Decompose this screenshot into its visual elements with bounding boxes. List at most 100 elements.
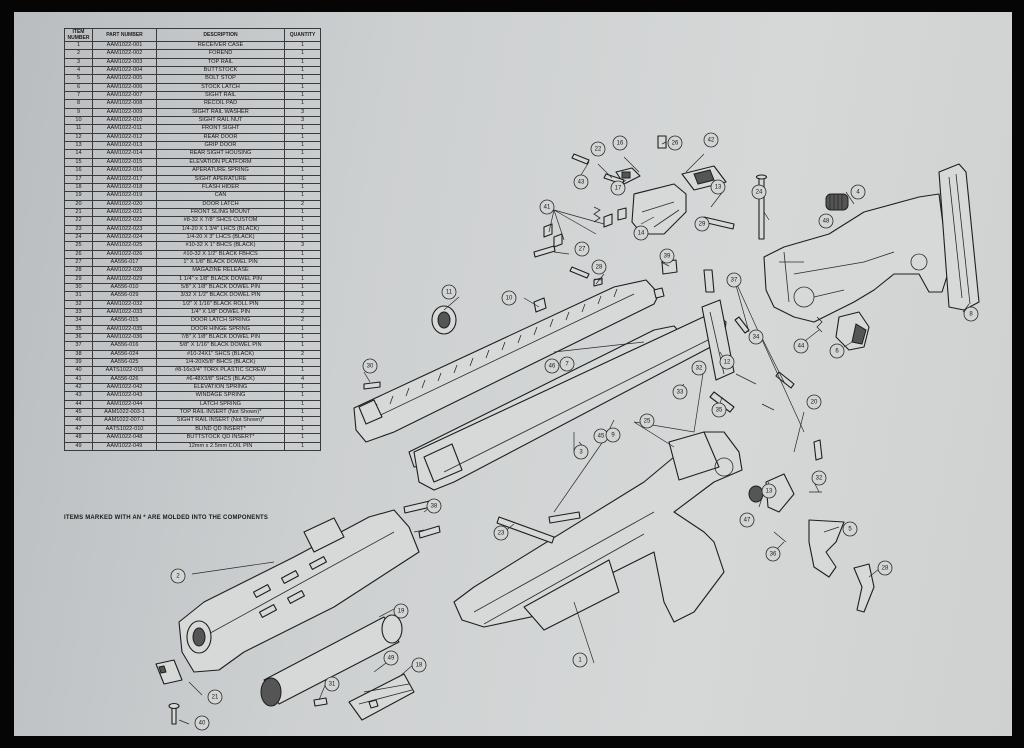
callout-item-26: 26	[667, 135, 683, 151]
quantity-cell: 1	[284, 282, 321, 293]
callout-item-9: 9	[605, 427, 621, 443]
quantity-cell: 1	[284, 149, 321, 159]
quantity-cell: 1	[284, 132, 321, 143]
callout-item-34: 34	[748, 329, 764, 345]
svg-text:9: 9	[611, 433, 615, 439]
callout-item-28: 28	[877, 560, 893, 576]
svg-text:48: 48	[823, 219, 830, 225]
svg-text:44: 44	[798, 344, 805, 350]
quantity-cell: 1	[284, 174, 321, 184]
quantity-cell: 1	[284, 416, 321, 426]
quantity-cell: 1	[284, 366, 321, 376]
svg-text:37: 37	[731, 278, 738, 284]
svg-text:7: 7	[565, 362, 569, 368]
svg-text:22: 22	[595, 147, 602, 153]
callout-item-37: 37	[726, 272, 742, 288]
quantity-cell: 2	[284, 316, 321, 326]
callout-item-44: 44	[793, 338, 809, 354]
svg-text:18: 18	[416, 663, 423, 669]
quantity-cell: 3	[284, 116, 321, 126]
callout-item-16: 16	[612, 135, 628, 151]
flash-hider-part	[348, 673, 415, 721]
callout-item-31: 31	[324, 676, 340, 692]
quantity-cell: 1	[284, 399, 321, 410]
svg-text:13: 13	[766, 489, 773, 495]
quantity-cell: 1	[284, 324, 321, 335]
forend-part	[178, 509, 420, 673]
quantity-cell: 1	[284, 408, 321, 418]
callout-item-47: 47	[739, 512, 755, 528]
magazine-release-part	[853, 563, 875, 613]
callout-item-2: 2	[170, 568, 186, 584]
callout-item-39: 39	[659, 248, 675, 264]
svg-text:3: 3	[579, 450, 583, 456]
svg-text:23: 23	[498, 531, 505, 537]
svg-text:12: 12	[724, 360, 731, 366]
top-rail-part	[353, 279, 660, 443]
callout-item-3: 3	[573, 444, 589, 460]
receiver-case-part	[453, 431, 743, 631]
svg-text:32: 32	[696, 366, 703, 372]
svg-text:19: 19	[398, 609, 405, 615]
quantity-cell: 1	[284, 207, 321, 218]
door-latch-part	[813, 439, 823, 461]
quantity-cell: 1	[284, 216, 321, 226]
bolt-stop-part	[808, 519, 845, 578]
blind-qd-insert-part	[748, 485, 764, 503]
front-sling-mount-part	[155, 659, 183, 685]
can-part	[260, 614, 403, 707]
quantity-cell: 1	[284, 99, 321, 109]
svg-text:20: 20	[811, 400, 818, 406]
quantity-cell: 1	[284, 182, 321, 193]
svg-text:6: 6	[835, 349, 839, 355]
svg-text:28: 28	[882, 566, 889, 572]
quantity-cell: 1	[284, 274, 321, 284]
quantity-cell: 1	[284, 40, 321, 51]
quantity-cell: 1	[284, 124, 321, 134]
svg-text:8: 8	[969, 312, 973, 318]
svg-text:2: 2	[176, 574, 180, 580]
quantity-cell: 1	[284, 383, 321, 393]
callout-item-25: 25	[639, 413, 655, 429]
quantity-cell: 1	[284, 191, 321, 201]
callout-item-22: 22	[590, 141, 606, 157]
callout-item-27: 27	[574, 241, 590, 257]
svg-text:47: 47	[744, 518, 751, 524]
callout-item-10: 10	[501, 290, 517, 306]
svg-text:35: 35	[716, 408, 723, 414]
pin-24-part	[755, 174, 768, 240]
svg-text:46: 46	[549, 364, 556, 370]
recoil-pad-part	[938, 163, 980, 311]
stock-latch-part	[816, 311, 870, 351]
svg-text:28: 28	[596, 265, 603, 271]
quantity-cell: 1	[284, 257, 321, 268]
svg-text:32: 32	[816, 476, 823, 482]
callout-item-49: 49	[383, 650, 399, 666]
callout-item-40: 40	[194, 715, 210, 731]
svg-text:43: 43	[578, 180, 585, 186]
